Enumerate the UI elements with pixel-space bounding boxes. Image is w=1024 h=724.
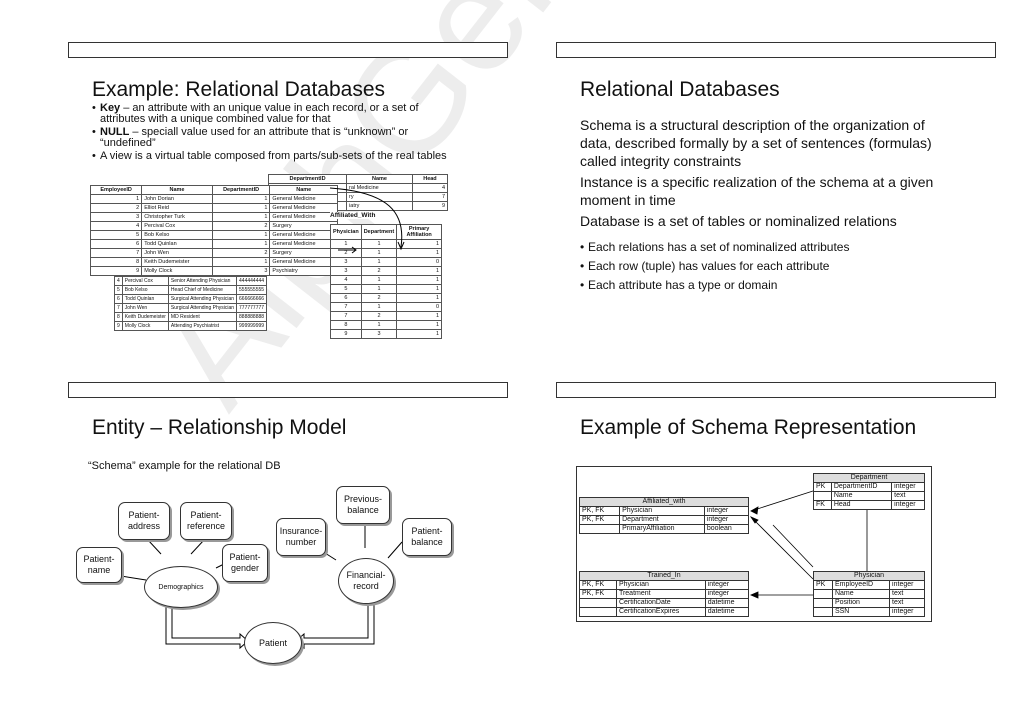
paragraph-instance: Instance is a specific realization of th… — [580, 174, 934, 208]
slide-relational-example: Example: Relational Databases Key – an a… — [68, 42, 546, 372]
slide-header-bar — [68, 382, 508, 398]
paragraph-schema: Schema is a structural description of th… — [580, 117, 932, 169]
slide-title: Relational Databases — [580, 78, 780, 101]
table-name: Physician — [813, 571, 925, 581]
entity-insurance-number: Insurance-number — [276, 518, 326, 556]
bullet-key: Key – an attribute with an unique value … — [92, 103, 452, 125]
entity-patient: Patient — [244, 622, 302, 664]
entity-patient-address: Patient-address — [118, 502, 170, 540]
slide-title: Example: Relational Databases — [92, 78, 385, 101]
bullet-list: Key – an attribute with an unique value … — [92, 103, 452, 163]
entity-previous-balance: Previous-balance — [336, 486, 390, 524]
bullet-item: Each relations has a set of nominalized … — [580, 238, 940, 257]
slide-title: Example of Schema Representation — [580, 416, 917, 439]
slide-er-model: Entity – Relationship Model “Schema” exa… — [68, 382, 546, 712]
slide-header-bar — [556, 42, 996, 58]
slide-relational-databases: Relational Databases Schema is a structu… — [556, 42, 1024, 372]
slide-header-bar — [68, 42, 508, 58]
slide-subtitle: “Schema” example for the relational DB — [88, 460, 281, 472]
slide-body: Schema is a structural description of th… — [580, 116, 940, 233]
table-name: Trained_In — [579, 571, 749, 581]
relationship-demographics: Demographics — [144, 566, 218, 608]
entity-patient-reference: Patient-reference — [180, 502, 232, 540]
slide-schema-representation: Example of Schema Representation Departm… — [556, 382, 1024, 712]
entity-patient-gender: Patient-gender — [222, 544, 268, 582]
table-name: Department — [813, 473, 925, 483]
bullet-list: Each relations has a set of nominalized … — [580, 238, 940, 295]
bullet-item: Each row (tuple) has values for each att… — [580, 257, 940, 276]
view-arrows — [329, 187, 405, 254]
relationship-financial-record: Financial-record — [338, 558, 394, 604]
slide-header-bar — [556, 382, 996, 398]
bullet-view: A view is a virtual table composed from … — [92, 151, 452, 163]
entity-patient-balance: Patient-balance — [402, 518, 452, 556]
table-name: Affiliated_with — [579, 497, 749, 507]
affiliated-table-title: Affiliated_With — [330, 212, 442, 219]
bullet-item: Each attribute has a type or domain — [580, 276, 940, 295]
bullet-null: NULL – speciall value used for an attrib… — [92, 127, 452, 149]
schema-relations — [749, 490, 871, 599]
er-connectors — [120, 525, 403, 650]
entity-patient-name: Patient-name — [76, 547, 122, 583]
paragraph-database: Database is a set of tables or nominaliz… — [580, 213, 897, 229]
slide-title: Entity – Relationship Model — [92, 416, 347, 439]
affiliated-with-table: Physician Department Primary Affiliation… — [330, 224, 442, 339]
